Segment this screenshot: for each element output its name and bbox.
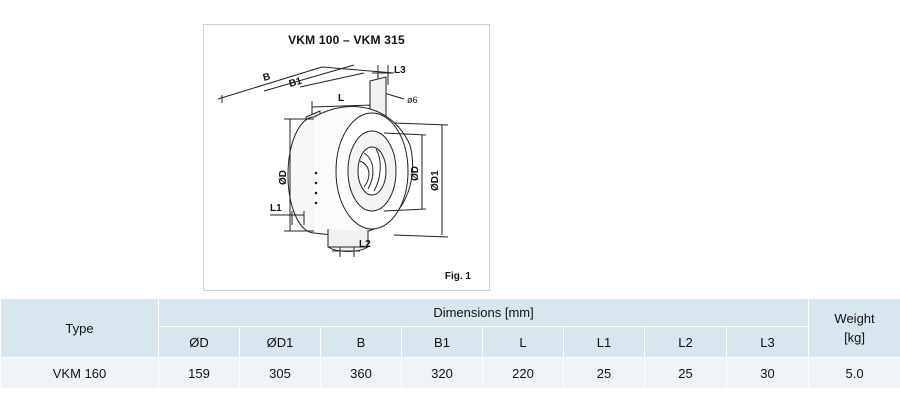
cell-type: VKM 160 — [0, 357, 159, 389]
dim-line-b — [217, 66, 323, 100]
label-dd1: ØD1 — [430, 170, 441, 191]
cell-b: 360 — [320, 357, 402, 389]
label-b: B — [262, 71, 272, 84]
label-l3: L3 — [394, 65, 406, 76]
leader-d6 — [383, 92, 405, 100]
drawing-title: VKM 100 – VKM 315 — [288, 33, 405, 47]
cell-weight: 5.0 — [808, 357, 900, 389]
cell-b1: 320 — [401, 357, 483, 389]
impeller-opening — [357, 146, 387, 196]
cell-dd: 159 — [158, 357, 240, 389]
dimensions-table: Type Dimensions [mm] Weight [kg] ØD ØD1 … — [0, 298, 900, 389]
header-col-dd1: ØD1 — [239, 326, 321, 358]
figure-caption: Fig. 1 — [444, 271, 471, 282]
header-col-l2: L2 — [644, 326, 727, 358]
header-weight-line2: [kg] — [844, 330, 866, 345]
label-l2: L2 — [359, 239, 371, 250]
cell-l1: 25 — [563, 357, 645, 389]
header-weight-line1: Weight — [834, 311, 875, 326]
cell-l2: 25 — [644, 357, 727, 389]
dim-line-l — [311, 104, 373, 108]
fan-dimension-drawing: B B1 L3 L ø6 ØD ØD ØD1 L1 L2 — [217, 64, 449, 257]
header-col-dd: ØD — [158, 326, 240, 358]
header-col-b1: B1 — [401, 326, 483, 358]
header-dimensions: Dimensions [mm] — [157, 298, 810, 327]
label-dd-left: ØD — [278, 170, 289, 185]
cell-dd1: 305 — [239, 357, 321, 389]
table-row: VKM 160 159 305 360 320 220 25 25 30 5.0 — [0, 357, 900, 389]
cell-l3: 30 — [725, 357, 810, 389]
label-l1: L1 — [270, 203, 282, 214]
header-type: Type — [0, 298, 159, 358]
technical-drawing-panel: VKM 100 – VKM 315 — [203, 24, 490, 291]
label-dd-right: ØD — [410, 166, 421, 181]
label-l: L — [338, 93, 344, 104]
ext-line-top — [263, 64, 355, 92]
dim-line-b1 — [299, 72, 365, 88]
header-col-l1: L1 — [563, 326, 645, 358]
label-b1: B1 — [288, 76, 304, 90]
cell-l: 220 — [482, 357, 564, 389]
header-col-l3: L3 — [725, 326, 810, 358]
header-col-l: L — [482, 326, 564, 358]
label-d6: ø6 — [407, 95, 418, 105]
header-col-b: B — [320, 326, 402, 358]
header-weight: Weight [kg] — [808, 298, 900, 358]
